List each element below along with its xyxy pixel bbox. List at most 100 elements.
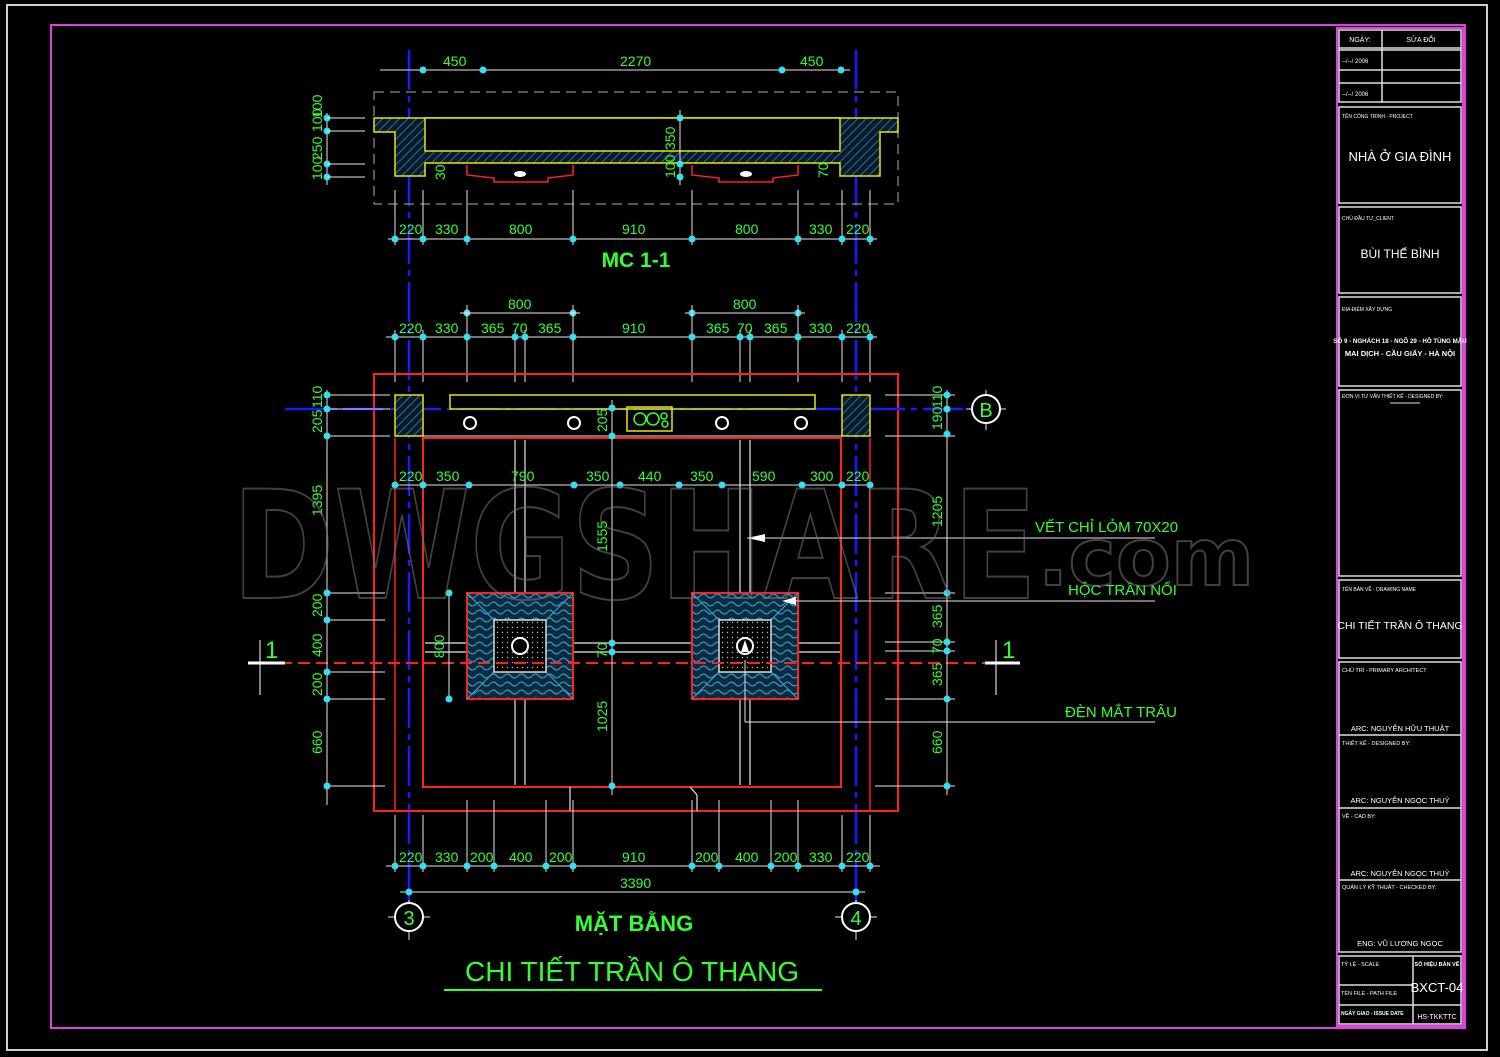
dim-text: 205 <box>309 409 325 433</box>
title-block-text: NGÀY: SỬA ĐỔI --/--/ 2006 --/--/ 2006 TÊ… <box>1333 35 1467 1021</box>
dim-text: 365 <box>538 320 562 336</box>
inner-frame <box>50 24 1466 1029</box>
grid-label: 4 <box>850 908 861 930</box>
tb-label: ĐƠN VỊ TƯ VẤN THIẾT KẾ - DESIGNED BY: <box>1342 393 1443 400</box>
tb-label: NGÀY GIAO - ISSUE DATE <box>1341 1010 1404 1017</box>
tb-label: TỶ LỆ - SCALE <box>1341 960 1380 968</box>
dim-text: 1395 <box>309 485 325 516</box>
dim-text: 330 <box>435 320 459 336</box>
dim-text: 250 <box>309 136 325 160</box>
project-name: NHÀ Ở GIA ĐÌNH <box>1349 149 1452 164</box>
tb-revision-date: --/--/ 2006 <box>1342 59 1369 65</box>
dim-text: 800 <box>508 296 532 312</box>
dim-text: 200 <box>309 593 325 617</box>
dim-text: 800 <box>735 221 759 237</box>
section-title: MC 1-1 <box>602 249 671 272</box>
tb-label: VẼ - CAD BY: <box>1342 813 1376 820</box>
dim-text: 220 <box>846 221 870 237</box>
location-line-2: MAI DỊCH - CẦU GIẤY - HÀ NỘI <box>1345 348 1455 358</box>
dim-text: 1025 <box>594 701 610 732</box>
dim-text: 365 <box>764 320 788 336</box>
dim-text: 800 <box>733 296 757 312</box>
dim-text: 100 <box>662 154 678 178</box>
section-marker-label: 1 <box>1002 637 1015 664</box>
dim-text: 910 <box>622 849 646 865</box>
dim-text: 2270 <box>620 53 651 69</box>
dim-text: 110 <box>309 385 325 408</box>
dim-text: 220 <box>399 320 423 336</box>
dim-text: 190 <box>929 406 945 430</box>
dim-text: 205 <box>594 408 610 432</box>
tb-label: CHỦ TRÌ - PRIMARY ARCHITECT <box>1342 667 1427 674</box>
dim-text: 220 <box>399 221 423 237</box>
dim-text: 330 <box>435 221 459 237</box>
annotation-text: VẾT CHỈ LỎM 70X20 <box>1035 518 1178 536</box>
section-view: 450 2270 450 100 100 250 100 350 100 30 … <box>309 50 899 910</box>
architect-name: ARC: NGUYỄN HỮU THUẬT <box>1351 724 1450 733</box>
dim-text: 660 <box>929 730 945 754</box>
location-line-1: SỐ 9 - NGHÁCH 18 - NGÕ 29 - HỒ TÙNG MẬU <box>1333 338 1467 345</box>
section-marker-label: 1 <box>265 637 278 664</box>
overall-dim-text: 3390 <box>620 875 651 891</box>
dim-text: 440 <box>638 468 662 484</box>
tb-label: TÊN BẢN VẼ - DRAWING NAME <box>1342 585 1417 593</box>
plan-view: 800 800 220 330 365 70 365 910 365 70 36… <box>248 296 1178 991</box>
title-block <box>1336 27 1464 1027</box>
dim-text: 70 <box>512 320 528 336</box>
dim-text: 70 <box>737 320 753 336</box>
sheet-number: BXCT-04 <box>1411 980 1464 995</box>
dim-text: 220 <box>846 320 870 336</box>
main-title: CHI TIẾT TRẦN Ô THANG <box>465 956 799 987</box>
grid-bubble-b: B <box>966 390 1006 430</box>
file-code: HS-TKKTTC <box>1417 1014 1456 1021</box>
dim-text: 790 <box>511 468 535 484</box>
dim-text: 100 <box>309 156 325 180</box>
drawing-name: CHI TIẾT TRẦN Ô THANG <box>1337 619 1462 632</box>
dim-text: 400 <box>735 849 759 865</box>
watermark-suffix: .com <box>1038 511 1254 604</box>
dim-text: 200 <box>774 849 798 865</box>
tb-label: SỬA ĐỔI <box>1406 35 1435 44</box>
dim-text: 300 <box>810 468 834 484</box>
tb-label: NGÀY: <box>1349 35 1370 44</box>
client-name: BÙI THẾ BÌNH <box>1360 246 1439 261</box>
tb-label: SỐ HIỆU BẢN VẼ <box>1415 960 1460 968</box>
dim-text: 450 <box>800 53 824 69</box>
dim-text: 590 <box>752 468 776 484</box>
tb-label: CHỦ ĐẦU TƯ_CLIENT <box>1342 215 1394 222</box>
dim-text: 1555 <box>594 521 610 552</box>
grid-label: 3 <box>403 908 414 930</box>
dim-text: 330 <box>809 221 833 237</box>
grid-bubble-3: 3 <box>388 900 430 940</box>
dim-text: 350 <box>690 468 714 484</box>
dim-text: 800 <box>509 221 533 237</box>
dim-text: 200 <box>470 849 494 865</box>
dim-text: 330 <box>809 849 833 865</box>
dim-text: 365 <box>929 662 945 686</box>
watermark-text: DWGSHARE <box>232 460 1037 634</box>
dim-text: 220 <box>846 468 870 484</box>
tb-revision-date: --/--/ 2006 <box>1342 92 1369 98</box>
dim-text: 110 <box>929 385 945 408</box>
dim-text: 30 <box>432 164 448 180</box>
dim-text: 1205 <box>929 496 945 527</box>
dim-text: 220 <box>399 468 423 484</box>
tb-label: THIẾT KẾ - DESIGNED BY: <box>1342 740 1411 747</box>
dim-text: 330 <box>435 849 459 865</box>
checker-name: ENG: VŨ LƯƠNG NGỌC <box>1357 939 1443 948</box>
dim-text: 100 <box>309 94 325 118</box>
dim-text: 365 <box>706 320 730 336</box>
dim-text: 910 <box>622 221 646 237</box>
tb-label: TÊN FILE - PATH FILE <box>1341 989 1397 997</box>
dim-text: 800 <box>431 634 447 658</box>
dim-text: 220 <box>846 849 870 865</box>
dim-text: 365 <box>481 320 505 336</box>
light-panel-left <box>466 592 574 700</box>
dim-text: 330 <box>809 320 833 336</box>
plan-title: MẶT BẰNG <box>575 911 694 936</box>
cad-name: ARC: NGUYỄN NGỌC THUỶ <box>1350 869 1449 878</box>
dim-text: 70 <box>929 638 945 654</box>
watermark: DWGSHARE .com <box>231 459 1255 635</box>
tb-label: QUẢN LÝ KỸ THUẬT - CHECKED BY: <box>1342 884 1437 891</box>
dim-text: 400 <box>509 849 533 865</box>
